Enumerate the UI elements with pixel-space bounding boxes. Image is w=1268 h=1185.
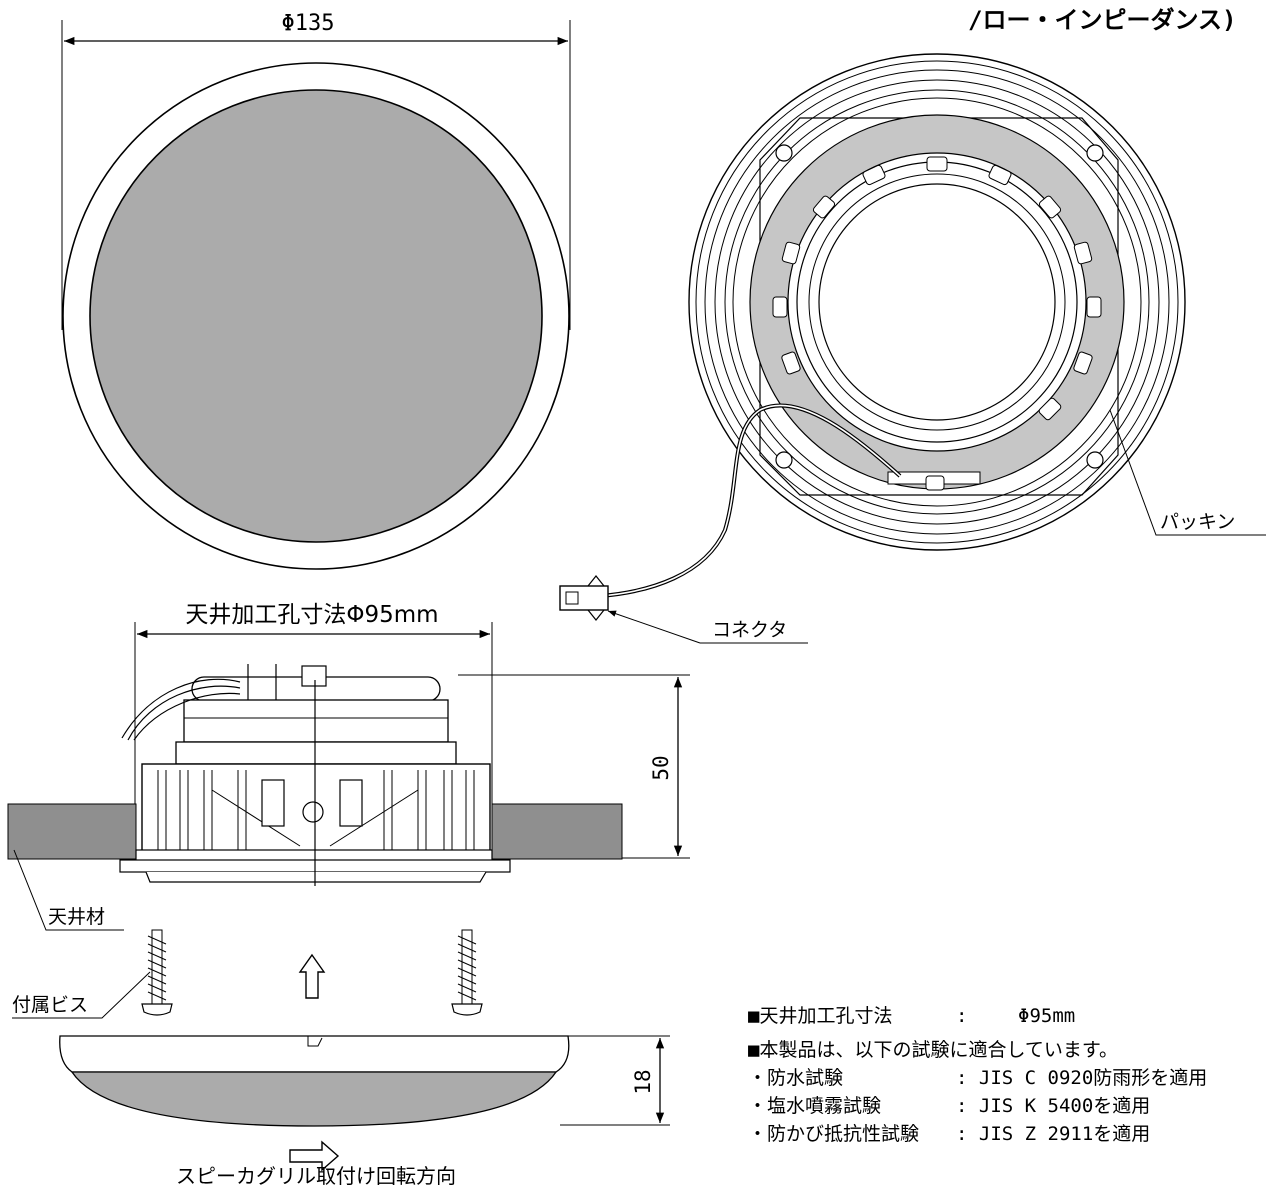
packing-label: パッキン: [1160, 511, 1235, 533]
spec-test-name: ・塩水噴霧試験: [748, 1095, 882, 1117]
front-grille: [89, 89, 543, 543]
spec-test-name: ・防水試験: [748, 1067, 844, 1089]
grille-view: 18 スピーカグリル取付け回転方向: [59, 1035, 670, 1185]
spec-tests-heading: ■本製品は、以下の試験に適合しています。: [748, 1039, 1118, 1061]
spec-test-name: ・防かび抵抗性試験: [748, 1123, 920, 1145]
spec-notes: ■天井加工孔寸法: Φ95mm ■本製品は、以下の試験に適合しています。 ・防水試…: [748, 1003, 1268, 1149]
diameter-label: Φ135: [282, 11, 335, 36]
spec-test-value: : JIS Z 2911を適用: [956, 1123, 1151, 1145]
ceiling-right: [491, 803, 623, 860]
ceiling-left: [7, 803, 137, 860]
spec-test-value: : JIS C 0920防雨形を適用: [956, 1067, 1208, 1089]
spec-cutout-sep: :: [956, 1005, 968, 1027]
spec-test-row: ・防水試験 : JIS C 0920防雨形を適用: [748, 1065, 1268, 1093]
screw-left: [141, 929, 173, 1016]
header-title: /ロー・インピーダンス): [968, 6, 1236, 34]
packing-ring: [750, 115, 1124, 489]
rotation-arrow-icon: [289, 1140, 340, 1172]
connector-label: コネクタ: [712, 619, 787, 641]
spec-cutout-value: Φ95mm: [1018, 1005, 1076, 1027]
height-label: 50: [649, 755, 673, 780]
front-view: Φ135: [61, 11, 571, 570]
ceiling-label: 天井材: [48, 906, 105, 928]
screw-label: 付属ビス: [12, 994, 88, 1016]
connector-plug: [559, 575, 609, 621]
cutout-label: 天井加工孔寸法Φ95mm: [185, 602, 438, 628]
rotation-label: スピーカグリル取付け回転方向: [176, 1164, 456, 1185]
spec-cutout-item: ■天井加工孔寸法: [748, 1005, 893, 1027]
spec-test-value: : JIS K 5400を適用: [956, 1095, 1151, 1117]
screw-right: [451, 929, 483, 1016]
back-view: パッキン コネクタ: [559, 53, 1266, 644]
spec-test-row: ・塩水噴霧試験 : JIS K 5400を適用: [748, 1093, 1268, 1121]
side-view: 天井加工孔寸法Φ95mm 50: [7, 602, 690, 1019]
spec-test-row: ・防かび抵抗性試験 : JIS Z 2911を適用: [748, 1121, 1268, 1149]
thickness-label: 18: [631, 1069, 655, 1094]
spec-cutout-row: ■天井加工孔寸法: Φ95mm: [748, 1003, 1268, 1031]
up-arrow-icon: [298, 953, 326, 999]
